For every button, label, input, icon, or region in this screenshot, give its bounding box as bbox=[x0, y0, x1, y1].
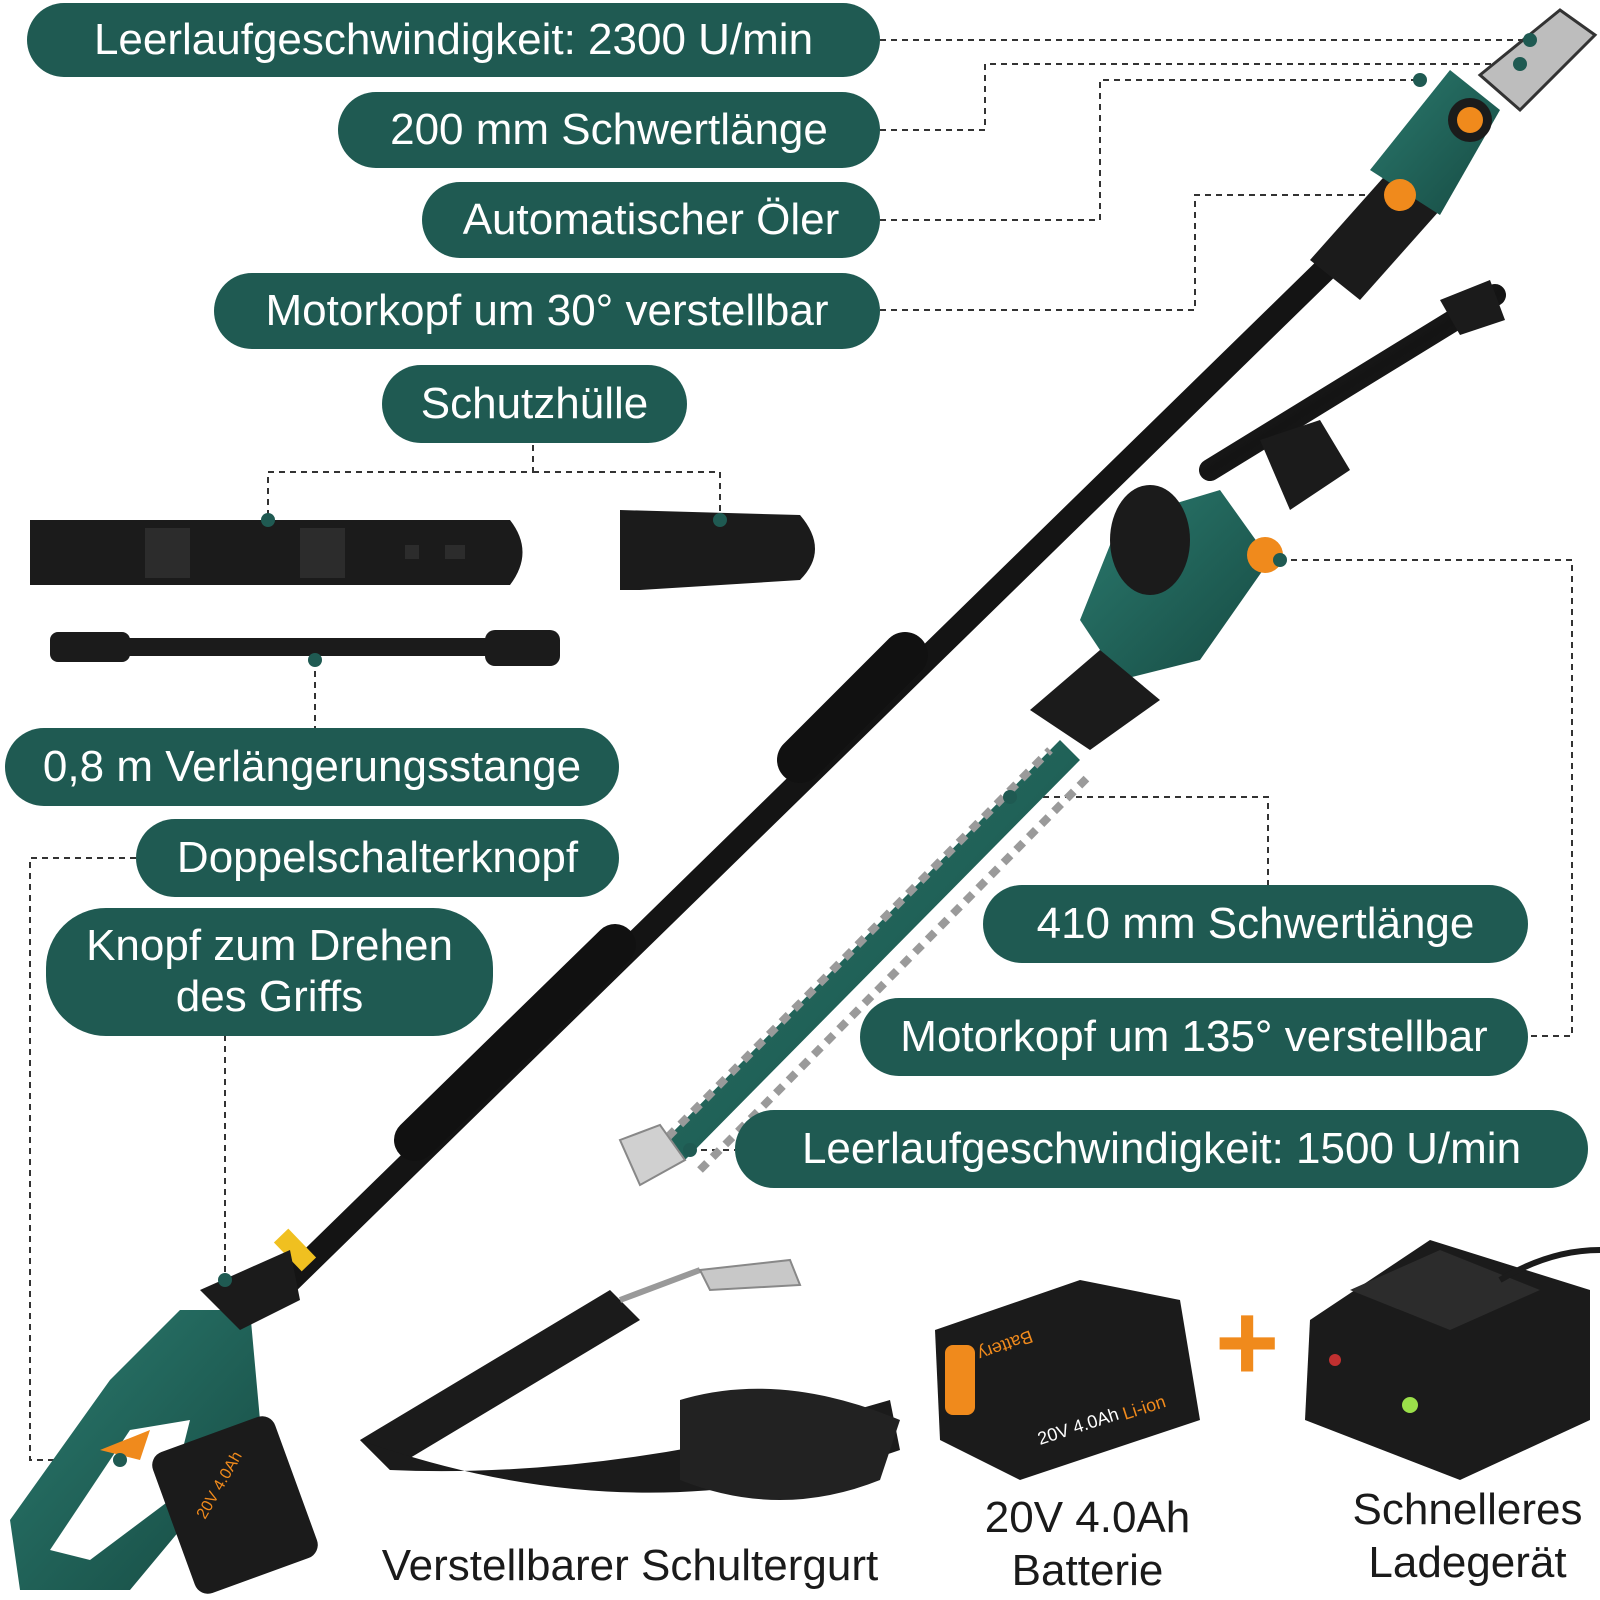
plus-icon: + bbox=[1215, 1281, 1279, 1404]
caption-charger-line2: Ladegerät bbox=[1368, 1537, 1567, 1587]
callout-motor-head-30: Motorkopf um 30° verstellbar bbox=[214, 273, 880, 349]
callout-extension-pole: 0,8 m Verlängerungsstange bbox=[5, 728, 619, 806]
callout-idle-speed-chain: Leerlaufgeschwindigkeit: 2300 U/min bbox=[27, 3, 880, 77]
protective-covers bbox=[30, 510, 815, 590]
battery-pack: 20V 4.0Ah Li-ion Battery bbox=[935, 1280, 1200, 1480]
callout-handle-rotate-line2: des Griffs bbox=[175, 972, 364, 1021]
callout-double-switch: Doppelschalterknopf bbox=[136, 819, 619, 897]
caption-battery-line2: Batterie bbox=[1011, 1545, 1164, 1595]
hedge-blade bbox=[618, 740, 1093, 1187]
caption-battery: 20V 4.0Ah Batterie bbox=[960, 1492, 1215, 1598]
extension-pole-part bbox=[50, 630, 560, 667]
pole-saw: 20V 4.0Ah bbox=[10, 8, 1598, 1594]
callout-handle-rotate: Knopf zum Drehen des Griffs bbox=[46, 908, 493, 1036]
caption-charger: Schnelleres Ladegerät bbox=[1335, 1484, 1600, 1590]
hedge-trimmer-attachment bbox=[618, 280, 1506, 1187]
callout-motor-head-135: Motorkopf um 135° verstellbar bbox=[860, 998, 1528, 1076]
callout-protective-cover: Schutzhülle bbox=[382, 365, 687, 443]
charger bbox=[1305, 1240, 1600, 1480]
caption-battery-line1: 20V 4.0Ah bbox=[984, 1493, 1191, 1542]
saw-handle: 20V 4.0Ah bbox=[10, 1250, 318, 1594]
callout-bar-length-hedge: 410 mm Schwertlänge bbox=[983, 885, 1528, 963]
callout-idle-speed-hedge: Leerlaufgeschwindigkeit: 1500 U/min bbox=[735, 1110, 1588, 1188]
callout-bar-length-chain: 200 mm Schwertlänge bbox=[338, 92, 880, 168]
caption-charger-line1: Schnelleres bbox=[1352, 1485, 1583, 1534]
callout-handle-rotate-line1: Knopf zum Drehen bbox=[86, 921, 453, 971]
caption-shoulder-strap: Verstellbarer Schultergurt bbox=[381, 1541, 879, 1590]
chain-saw-head bbox=[1310, 8, 1598, 300]
callout-auto-oiler: Automatischer Öler bbox=[422, 182, 880, 258]
shoulder-strap bbox=[360, 1258, 900, 1500]
